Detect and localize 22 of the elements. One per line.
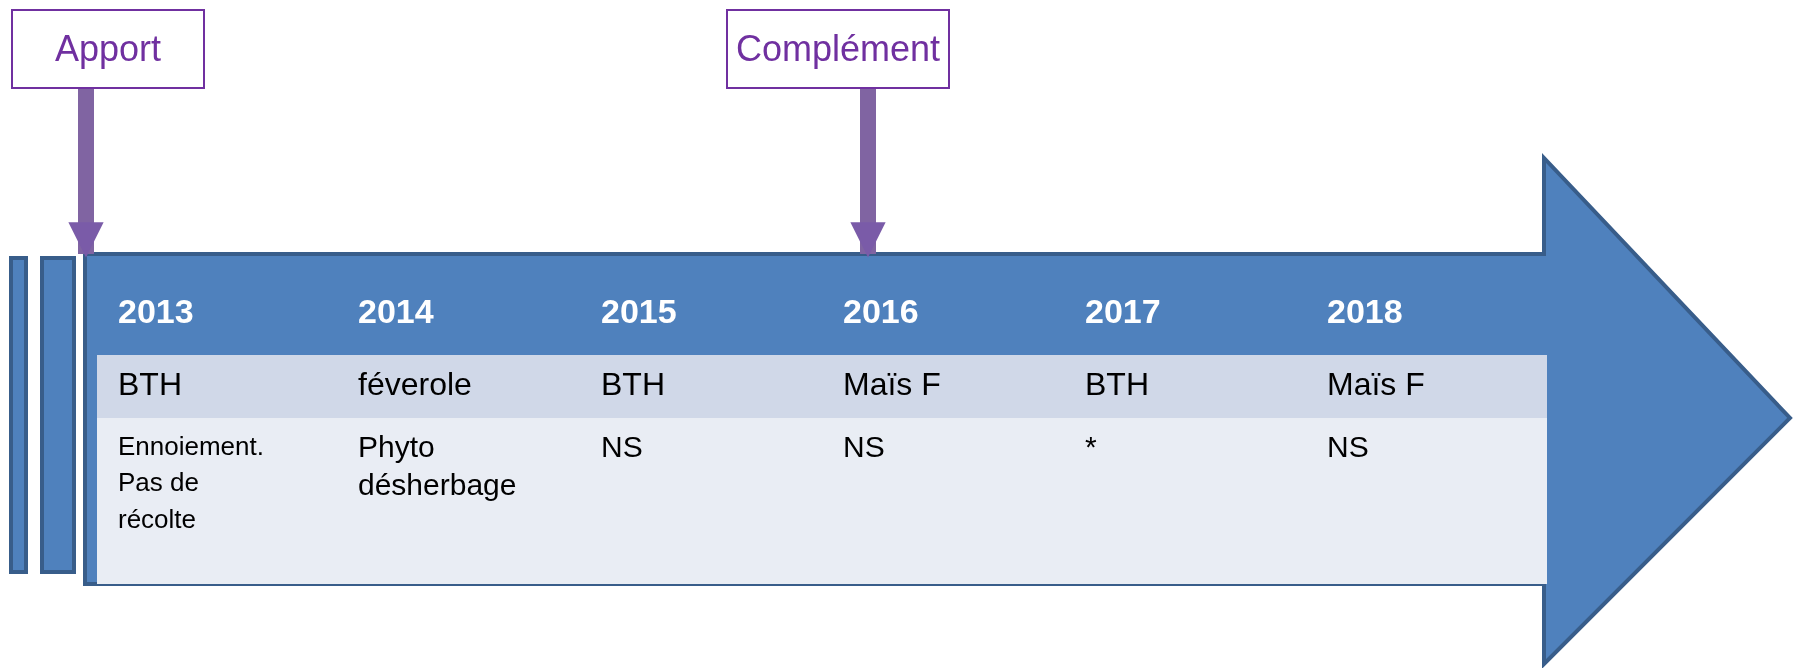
observation-note: * [1085, 429, 1097, 465]
crop-name: féverole [358, 365, 472, 404]
crop-name: BTH [118, 365, 182, 404]
crop-name: BTH [1085, 365, 1149, 404]
label-box: Complément [726, 9, 950, 89]
year-label: 2018 [1327, 291, 1403, 332]
crop-name: BTH [601, 365, 665, 404]
observation-note: NS [843, 429, 885, 465]
crop-name: Maïs F [1327, 365, 1425, 404]
observation-note: Phyto désherbage [358, 429, 518, 503]
crop-name: Maïs F [843, 365, 941, 404]
label-box: Apport [11, 9, 205, 89]
year-label: 2017 [1085, 291, 1161, 332]
year-label: 2015 [601, 291, 677, 332]
year-label: 2013 [118, 291, 194, 332]
arrow [68, 89, 104, 258]
observation-note: NS [601, 429, 643, 465]
year-label: 2014 [358, 291, 434, 332]
year-label: 2016 [843, 291, 919, 332]
observation-note: Ennoiement. Pas de récolte [118, 430, 265, 536]
observation-note: NS [1327, 429, 1369, 465]
arrow [850, 89, 886, 258]
